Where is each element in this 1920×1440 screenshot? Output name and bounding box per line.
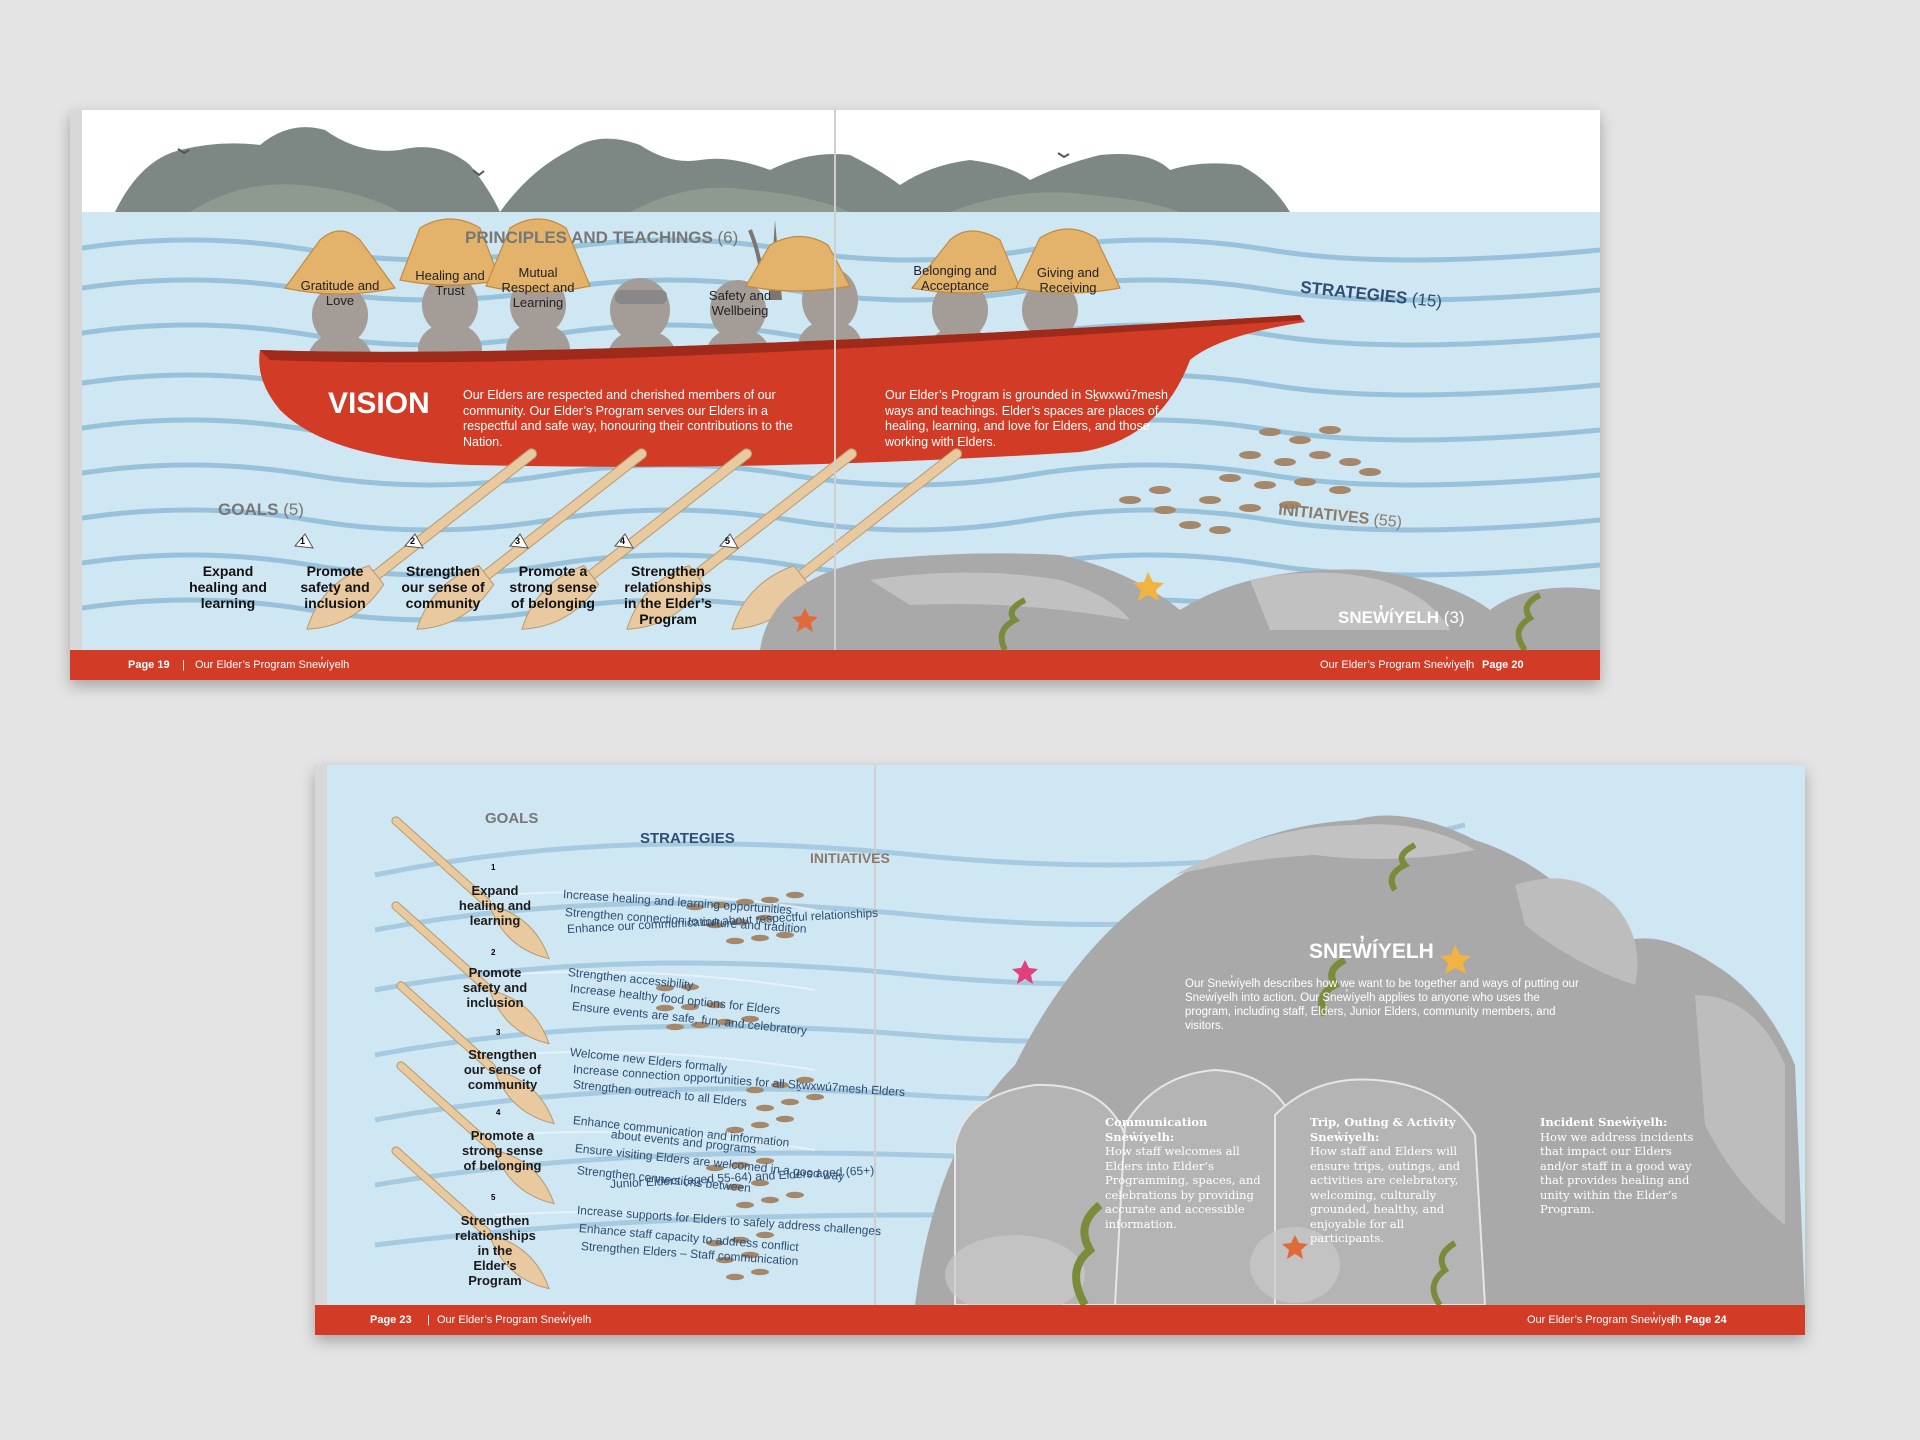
snewiyelh-label: SNEW̓ÍYELH (3) xyxy=(1338,608,1465,627)
hat-label: Belonging and Acceptance xyxy=(913,263,997,293)
footer-title: Our Elder’s Program Snew̓íyelh xyxy=(195,659,350,671)
column-text: How staff and Elders will ensure trips, … xyxy=(1310,1144,1461,1245)
mountains xyxy=(115,127,500,212)
booklet-spread-pages-19-20: PRINCIPLES AND TEACHINGS (6) Gratitude a… xyxy=(70,110,1600,680)
vision-label: VISION xyxy=(328,387,430,420)
kelp-icon xyxy=(1388,842,1417,892)
goal-label: Strengthen our sense of community xyxy=(401,563,485,611)
spread1-illustration xyxy=(70,110,1600,680)
footer-title: Our Elder’s Program Snew̓íyelh xyxy=(1527,1314,1682,1326)
footer-title: Our Elder’s Program Snew̓íyelh xyxy=(1320,659,1475,671)
vision-text-left: Our Elders are respected and cherished m… xyxy=(463,388,793,449)
goal-label: Promote a strong sense of belonging xyxy=(509,563,597,611)
goal-label: Promote a strong sense of belonging xyxy=(462,1128,543,1173)
footer-divider: | xyxy=(1671,1314,1674,1326)
strategies-label: STRATEGIES xyxy=(640,830,735,847)
fish-rows xyxy=(656,891,824,1281)
snewiyelh-intro: Our Snew̓íyelh describes how we want to … xyxy=(1185,978,1579,1032)
paddle-number: 1 xyxy=(491,863,496,872)
bird-icon xyxy=(177,148,190,155)
starfish-icon xyxy=(1012,960,1038,984)
starfish-icon xyxy=(1440,945,1471,974)
column-text: How we address incidents that impact our… xyxy=(1540,1129,1694,1217)
footer-divider: | xyxy=(182,659,185,671)
snewiyelh-column-communication: Communication Snew̓íyelh: How staff welc… xyxy=(1105,1115,1265,1231)
column-title: Communication Snew̓íyelh: xyxy=(1105,1115,1208,1144)
hat-label: Safety and Wellbeing xyxy=(708,288,772,318)
paddle-number: 4 xyxy=(620,536,626,546)
goal-label: Promote safety and inclusion xyxy=(462,965,528,1010)
starfish-icon xyxy=(1282,1235,1308,1259)
paddle-number: 5 xyxy=(725,536,731,546)
footer-title: Our Elder’s Program Snew̓íyelh xyxy=(437,1314,592,1326)
page-footer: Page 19 | Our Elder’s Program Snew̓íyelh… xyxy=(70,650,1600,680)
page-footer: Page 23 | Our Elder’s Program Snew̓íyelh… xyxy=(315,1305,1805,1335)
paddle-number: 1 xyxy=(300,536,306,546)
goal-label: Strengthen relationships in the Elder’s … xyxy=(455,1213,536,1288)
goal-label: Expand healing and learning xyxy=(189,563,267,611)
kelp-icon xyxy=(1318,956,1347,1017)
kelp-icon xyxy=(1515,592,1542,652)
paddles xyxy=(391,816,555,1290)
goals-label: GOALS xyxy=(485,810,539,827)
paddle-number: 4 xyxy=(496,1108,501,1117)
hat-label: Gratitude and Love xyxy=(300,278,380,308)
hat-label: Healing and Trust xyxy=(415,268,485,298)
footer-divider: | xyxy=(1466,659,1469,671)
paddle-number: 3 xyxy=(515,536,521,546)
column-title: Incident Snew̓íyelh: xyxy=(1540,1115,1668,1129)
woven-hats xyxy=(283,218,1121,295)
paddle-number-tags xyxy=(294,533,739,549)
starfish-icon xyxy=(1133,572,1164,601)
page-number: Page 19 xyxy=(128,659,170,671)
hat-label: Mutual Respect and Learning xyxy=(501,265,575,310)
goal-label: Expand healing and learning xyxy=(458,883,532,928)
initiatives-label: INITIATIVES xyxy=(810,850,890,866)
snewiyelh-column-trip-outing: Trip, Outing & Activity Snew̓íyelh: How … xyxy=(1310,1115,1470,1246)
kelp-icon xyxy=(998,597,1027,652)
paddle-number: 3 xyxy=(496,1028,501,1037)
goal-label: Strengthen relationships in the Elder’s … xyxy=(624,563,712,627)
paddles xyxy=(306,448,963,630)
paddle-number: 2 xyxy=(491,948,496,957)
column-text: How staff welcomes all Elders into Elder… xyxy=(1105,1144,1261,1231)
page-number: Page 23 xyxy=(370,1314,412,1326)
kelp-icon xyxy=(1430,1240,1457,1307)
paddle-number: 5 xyxy=(491,1193,496,1202)
page-number: Page 24 xyxy=(1685,1314,1727,1326)
kelp-icon xyxy=(1072,1201,1103,1307)
spread2-illustration xyxy=(315,765,1805,1335)
starfish-icon xyxy=(792,608,818,632)
snewiyelh-title: SNEW̓ÍYELH xyxy=(1309,940,1434,963)
bird-icon xyxy=(1057,152,1070,159)
vision-text-right: Our Elder’s Program is grounded in Sḵwxw… xyxy=(885,388,1168,449)
goals-label: GOALS (5) xyxy=(218,500,304,519)
principles-title: PRINCIPLES AND TEACHINGS (6) xyxy=(465,228,739,247)
booklet-spread-pages-23-24: GOALS STRATEGIES INITIATIVES 1 2 3 4 5 E… xyxy=(315,765,1805,1335)
goal-label: Strengthen our sense of community xyxy=(463,1047,542,1092)
bird-icon xyxy=(472,169,485,177)
paddle-number: 2 xyxy=(410,536,416,546)
fish-school xyxy=(1119,426,1381,534)
footer-divider: | xyxy=(427,1314,430,1326)
snewiyelh-column-incident: Incident Snew̓íyelh: How we address inci… xyxy=(1540,1115,1700,1217)
column-title: Trip, Outing & Activity Snew̓íyelh: xyxy=(1310,1115,1456,1144)
goal-label: Promote safety and inclusion xyxy=(300,563,370,611)
page-number: Page 20 xyxy=(1482,659,1524,671)
hat-label: Giving and Receiving xyxy=(1036,265,1100,295)
